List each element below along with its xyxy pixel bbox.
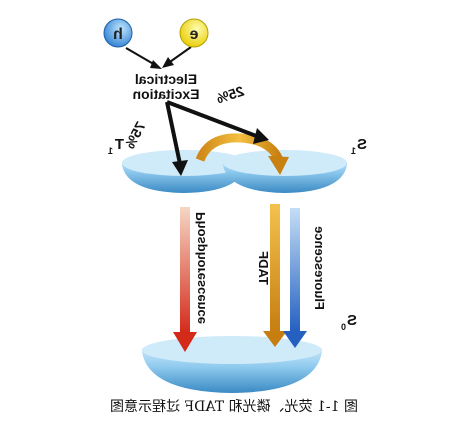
fluorescence-arrow [283, 208, 307, 348]
electron-icon: e [179, 18, 209, 48]
risc-arrow [195, 133, 289, 175]
particle-arrows [125, 46, 192, 69]
fluorescence-label: Fluorescence [312, 226, 327, 310]
svg-text:0: 0 [341, 322, 346, 332]
tadf-label: TADF [256, 251, 271, 285]
svg-text:1: 1 [108, 146, 113, 156]
s1-disk [223, 150, 347, 193]
t1-label: T 1 [108, 136, 124, 156]
svg-text:S: S [357, 136, 367, 153]
excitation-arrows [165, 100, 269, 176]
excitation-label-line2: Excitation [133, 86, 200, 102]
hole-symbol: h [113, 26, 123, 43]
excitation-label-line1: Electrical [135, 71, 197, 87]
electron-symbol: e [189, 26, 198, 43]
svg-text:1: 1 [351, 146, 356, 156]
svg-text:T: T [115, 136, 124, 153]
s1-label: S 1 [351, 136, 367, 156]
figure-caption: 图 1-1 荧光、磷光和 TADF 过程示意图 [0, 396, 467, 416]
singlet-percent: 25% [214, 83, 246, 107]
triplet-percent: 75% [121, 119, 149, 152]
tadf-arrow [263, 204, 287, 347]
svg-text:S: S [347, 312, 357, 329]
hole-icon: h [103, 18, 133, 48]
figure-caption-text: 图 1-1 荧光、磷光和 TADF 过程示意图 [109, 399, 358, 415]
phosphorescence-label: Phosphorescence [193, 212, 208, 324]
phosphorescence-arrow [173, 207, 197, 352]
s0-label: S 0 [341, 312, 357, 332]
